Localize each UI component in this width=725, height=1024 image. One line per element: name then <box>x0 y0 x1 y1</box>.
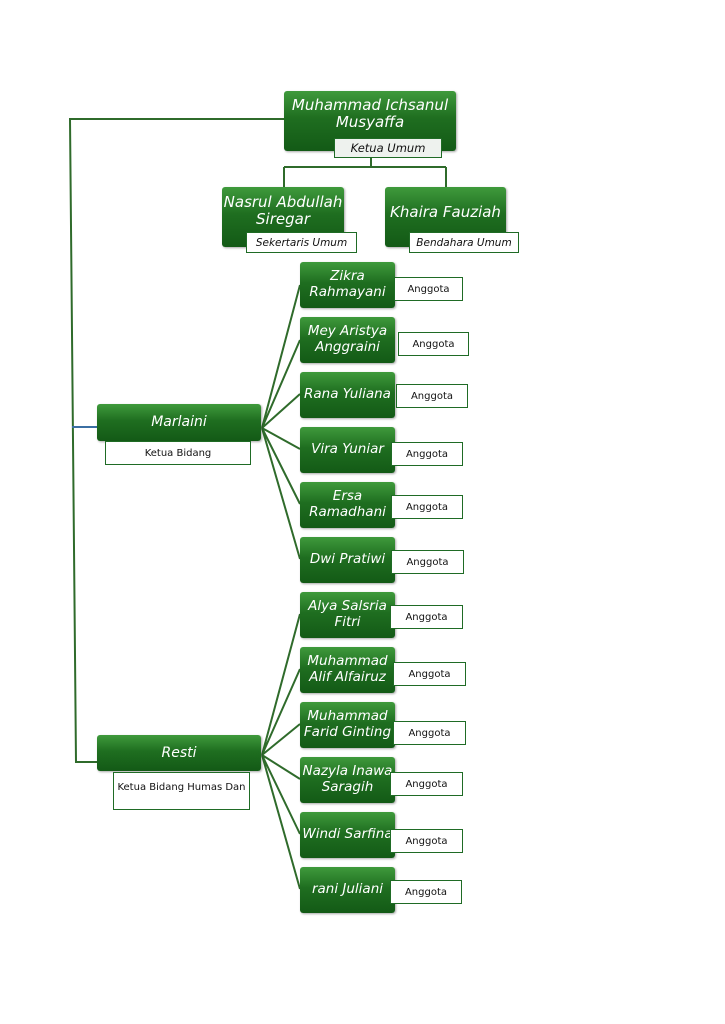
member-node: Alya Salsria Fitri <box>300 592 395 638</box>
member-node: Rana Yuliana <box>300 372 395 418</box>
node-division2-head: Resti <box>97 735 261 771</box>
secretary-name: Nasrul Abdullah Siregar <box>223 192 343 228</box>
member-role: Anggota <box>391 495 463 519</box>
chairman-name: Muhammad Ichsanul Musyaffa <box>291 95 449 131</box>
node-division1-head: Marlaini <box>97 404 261 441</box>
role-chairman: Ketua Umum <box>334 138 442 158</box>
role-division2-head: Ketua Bidang Humas Dan <box>113 772 250 810</box>
member-name: Alya Salsria Fitri <box>308 598 387 630</box>
member-name: Windi Sarfina <box>302 826 393 843</box>
member-name: Dwi Pratiwi <box>309 551 386 568</box>
member-node: Vira Yuniar <box>300 427 395 473</box>
member-name: Muhammad Alif Alfairuz <box>307 653 388 685</box>
member-role: Anggota <box>398 332 469 356</box>
member-role: Anggota <box>393 662 466 686</box>
member-node: Mey Aristya Anggraini <box>300 317 395 363</box>
member-name: Nazyla Inawa Saragih <box>302 763 393 795</box>
division1-name: Marlaini <box>151 414 207 431</box>
member-node: Ersa Ramadhani <box>300 482 395 528</box>
member-role: Anggota <box>390 772 463 796</box>
member-name: Vira Yuniar <box>311 441 384 458</box>
role-treasurer: Bendahara Umum <box>409 232 519 253</box>
division2-name: Resti <box>161 744 197 761</box>
member-node: Dwi Pratiwi <box>300 537 395 583</box>
member-node: Muhammad Farid Ginting <box>300 702 395 748</box>
treasurer-name: Khaira Fauziah <box>390 203 501 222</box>
member-name: Mey Aristya Anggraini <box>307 323 388 355</box>
member-node: Windi Sarfina <box>300 812 395 858</box>
connector-marlaini-members <box>261 284 301 560</box>
member-node: rani Juliani <box>300 867 395 913</box>
member-role: Anggota <box>393 721 466 745</box>
connector-chairman-to-officers <box>283 152 447 187</box>
role-secretary: Sekertaris Umum <box>246 232 357 253</box>
member-role: Anggota <box>391 550 464 574</box>
member-node: Zikra Rahmayani <box>300 262 395 308</box>
role-division1-head: Ketua Bidang <box>105 441 251 465</box>
member-name: rani Juliani <box>311 881 384 898</box>
member-node: Muhammad Alif Alfairuz <box>300 647 395 693</box>
member-name: Ersa Ramadhani <box>309 488 386 520</box>
member-name: Muhammad Farid Ginting <box>303 708 392 740</box>
member-role: Anggota <box>391 442 463 466</box>
connector-resti-members <box>261 613 301 890</box>
connector-chairman-to-divisions <box>68 118 284 763</box>
member-node: Nazyla Inawa Saragih <box>300 757 395 803</box>
member-role: Anggota <box>396 384 468 408</box>
member-role: Anggota <box>390 829 463 853</box>
member-role: Anggota <box>390 880 462 904</box>
member-name: Zikra Rahmayani <box>309 268 386 300</box>
member-name: Rana Yuliana <box>304 386 391 403</box>
member-role: Anggota <box>390 605 463 629</box>
member-role: Anggota <box>394 277 463 301</box>
